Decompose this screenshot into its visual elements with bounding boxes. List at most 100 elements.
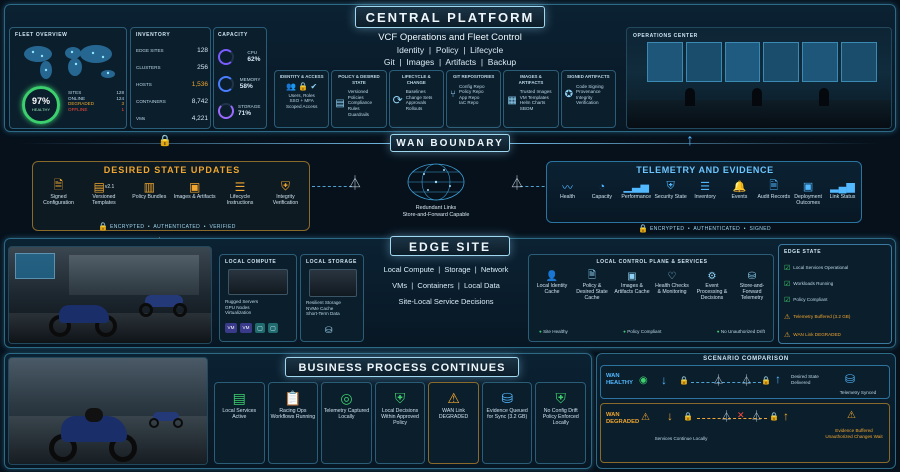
central-line2: Git | Images | Artifacts | Backup bbox=[383, 57, 517, 67]
vm-chip-1: VM bbox=[225, 323, 237, 333]
wan-right-link bbox=[520, 186, 550, 187]
operations-center-title: OPERATIONS CENTER bbox=[633, 33, 698, 39]
users-icon: 👥 🔒 ✔ bbox=[286, 81, 318, 91]
business-item-local-decisions: ⛨Local Decisions Within Approved Policy bbox=[374, 382, 426, 464]
health-ring bbox=[22, 86, 60, 124]
storage-gauge-icon bbox=[218, 102, 234, 119]
check-icon: ● bbox=[539, 329, 542, 334]
arrow-down-icon-amber: ↓ bbox=[667, 409, 673, 423]
radio-tower-right-icon: ⏃ bbox=[510, 175, 524, 191]
business-item-telemetry-captured: ◎Telemetry Captured Locally bbox=[321, 382, 372, 464]
edge-state-wan: ⚠WAN Link DEGRADED bbox=[784, 332, 841, 339]
padlock-icon-down: 🔒 bbox=[158, 135, 172, 147]
control-item-store-forward: ⛁Store-and-Forward Telemetry bbox=[733, 269, 771, 302]
telemetry-items: 〰Health ◔Capacity ▁▃▅Performance ⛨Securi… bbox=[551, 179, 859, 206]
business-item-services-active: ▤Local Services Active bbox=[214, 382, 265, 464]
local-storage-card: LOCAL STORAGE Resilient Storage NVMe Cac… bbox=[300, 254, 364, 342]
telemetry-item-audit-records: 🗎Audit Records bbox=[757, 180, 791, 200]
scenario-title: SCENARIO COMPARISON bbox=[703, 356, 789, 362]
garage-door bbox=[69, 255, 199, 295]
central-platform-banner: CENTRAL PLATFORM bbox=[355, 6, 545, 28]
shield-check-icon: ⛨ bbox=[394, 389, 406, 406]
arrow-down-icon: ↓ bbox=[661, 373, 667, 387]
race-motorcycle-main bbox=[49, 406, 139, 462]
edge-state-title: EDGE STATE bbox=[784, 249, 822, 255]
telemetry-item-link-status: ▂▄▆Link Status bbox=[826, 179, 859, 206]
operator-silhouettes bbox=[657, 88, 857, 108]
padlock-icon-amber-2: 🔒 bbox=[769, 412, 779, 421]
business-item-wan-degraded: ⚠WAN Link DEGRADED bbox=[428, 382, 479, 464]
scenario-delivered: Desired State Delivered bbox=[791, 374, 819, 385]
check-icon: ● bbox=[716, 329, 720, 334]
desired-state-panel: DESIRED STATE UPDATES 🗎Signed Configurat… bbox=[32, 161, 310, 231]
local-control-plane-title: LOCAL CONTROL PLANE & SERVICES bbox=[596, 259, 708, 265]
database-icon: ⛁ bbox=[845, 372, 856, 386]
radio-tower-icon-2: ⏃ bbox=[741, 375, 752, 387]
edge-state-services: ☑Local Services Operational bbox=[784, 265, 849, 272]
audit-document-icon: 🗎 bbox=[769, 180, 779, 192]
scenario-degraded-row: WAN DEGRADED ⚠ ↓ 🔒 ⏃ ✕ ⏃ 🔒 ↑ ⚠ Services … bbox=[600, 403, 890, 463]
tower-warning-icon: ⚠ bbox=[447, 389, 460, 406]
edge-state-policy: ☑Policy Compliant bbox=[784, 297, 828, 304]
central-subtitle: VCF Operations and Fleet Control bbox=[378, 32, 522, 43]
padlock-icon-desired: 🔒 bbox=[98, 222, 108, 231]
inventory-title: INVENTORY bbox=[136, 32, 171, 38]
telemetry-item-health: 〰Health bbox=[551, 179, 584, 206]
edge-state-rows: ☑Local Services Operational ☑Workloads R… bbox=[784, 260, 888, 344]
server-stack-icon: ☰ bbox=[700, 181, 710, 193]
check-box-icon: ☑ bbox=[784, 297, 791, 304]
control-item-images-cache: ▣Images & Artifacts Cache bbox=[614, 270, 650, 296]
local-control-plane-card: LOCAL CONTROL PLANE & SERVICES 👤Local Id… bbox=[528, 254, 774, 342]
store-forward-icon: ⛁ bbox=[747, 270, 757, 282]
warning-icon: ⚠ bbox=[641, 412, 650, 423]
control-item-policy-cache: 🗎Policy & Desired State Cache bbox=[573, 269, 611, 302]
business-item-no-drift: ⛨No Config Drift Policy Enforced Locally bbox=[535, 382, 587, 464]
scenario-healthy-row: WAN HEALTHY ◉ ↓ 🔒 ⏃ ⏃ 🔒 ↑ Desired State … bbox=[600, 365, 890, 399]
motorcycle-front bbox=[49, 297, 119, 337]
local-storage-title: LOCAL STORAGE bbox=[306, 259, 357, 265]
policy-cache-icon: 🗎 bbox=[587, 269, 597, 281]
healthy-link bbox=[691, 382, 761, 383]
broken-link-icon: ✕ bbox=[737, 410, 745, 420]
policy-bundle-icon: ▥ bbox=[143, 179, 155, 194]
images-icon: ▣ bbox=[189, 179, 201, 194]
control-item-event-processing: ⚙Event Processing & Decisions bbox=[693, 269, 731, 302]
scenario-degraded-label: WAN DEGRADED bbox=[606, 412, 640, 425]
compute-chips: VM VM ▢ ▢ bbox=[225, 323, 278, 333]
images-cache-icon: ▣ bbox=[627, 270, 637, 282]
health-percent: 97% bbox=[31, 96, 50, 106]
wan-left-link bbox=[312, 186, 352, 187]
module-images-artifacts: IMAGES & ARTIFACTS ▦ Trusted Images VM T… bbox=[503, 70, 559, 128]
checklist-icon: ☰ bbox=[234, 179, 246, 194]
edge-state-workloads: ☑Workloads Running bbox=[784, 281, 834, 288]
pulse-circle-icon: ◎ bbox=[340, 389, 353, 406]
scenario-healthy-label: WAN HEALTHY bbox=[606, 373, 633, 386]
module-lifecycle-change: LIFECYCLE & CHANGE ⟳ Baselines Change Se… bbox=[388, 70, 444, 128]
check-box-icon: ☑ bbox=[784, 265, 791, 272]
edge-line2: VMs | Containers | Local Data bbox=[392, 281, 500, 290]
git-branch-icon: ⑂ bbox=[449, 89, 456, 101]
race-motorcycle-distant bbox=[149, 410, 183, 428]
storage-array-icon bbox=[309, 269, 357, 297]
layers-icon: ▤v2.1 bbox=[93, 179, 115, 194]
telemetry-item-capacity: ◔Capacity bbox=[585, 179, 618, 206]
status-no-drift: ● No Unauthorized Drift bbox=[716, 329, 765, 334]
business-item-racing-ops: 📋Racing Ops Workflows Running bbox=[267, 382, 319, 464]
scenario-synced: Telemetry Synced bbox=[839, 390, 877, 395]
control-status-row: ● Site Healthy ● Policy Compliant ● No U… bbox=[539, 329, 765, 335]
shield-check-icon: ⛨ bbox=[280, 179, 290, 193]
business-items: ▤Local Services Active 📋Racing Ops Workf… bbox=[214, 382, 587, 464]
container-cube-icon: ▢ bbox=[255, 323, 265, 333]
event-processing-icon: ⚙ bbox=[707, 270, 717, 282]
padlock-icon: 🔒 bbox=[679, 376, 689, 385]
shield-check-icon: ⛨ bbox=[555, 389, 567, 406]
